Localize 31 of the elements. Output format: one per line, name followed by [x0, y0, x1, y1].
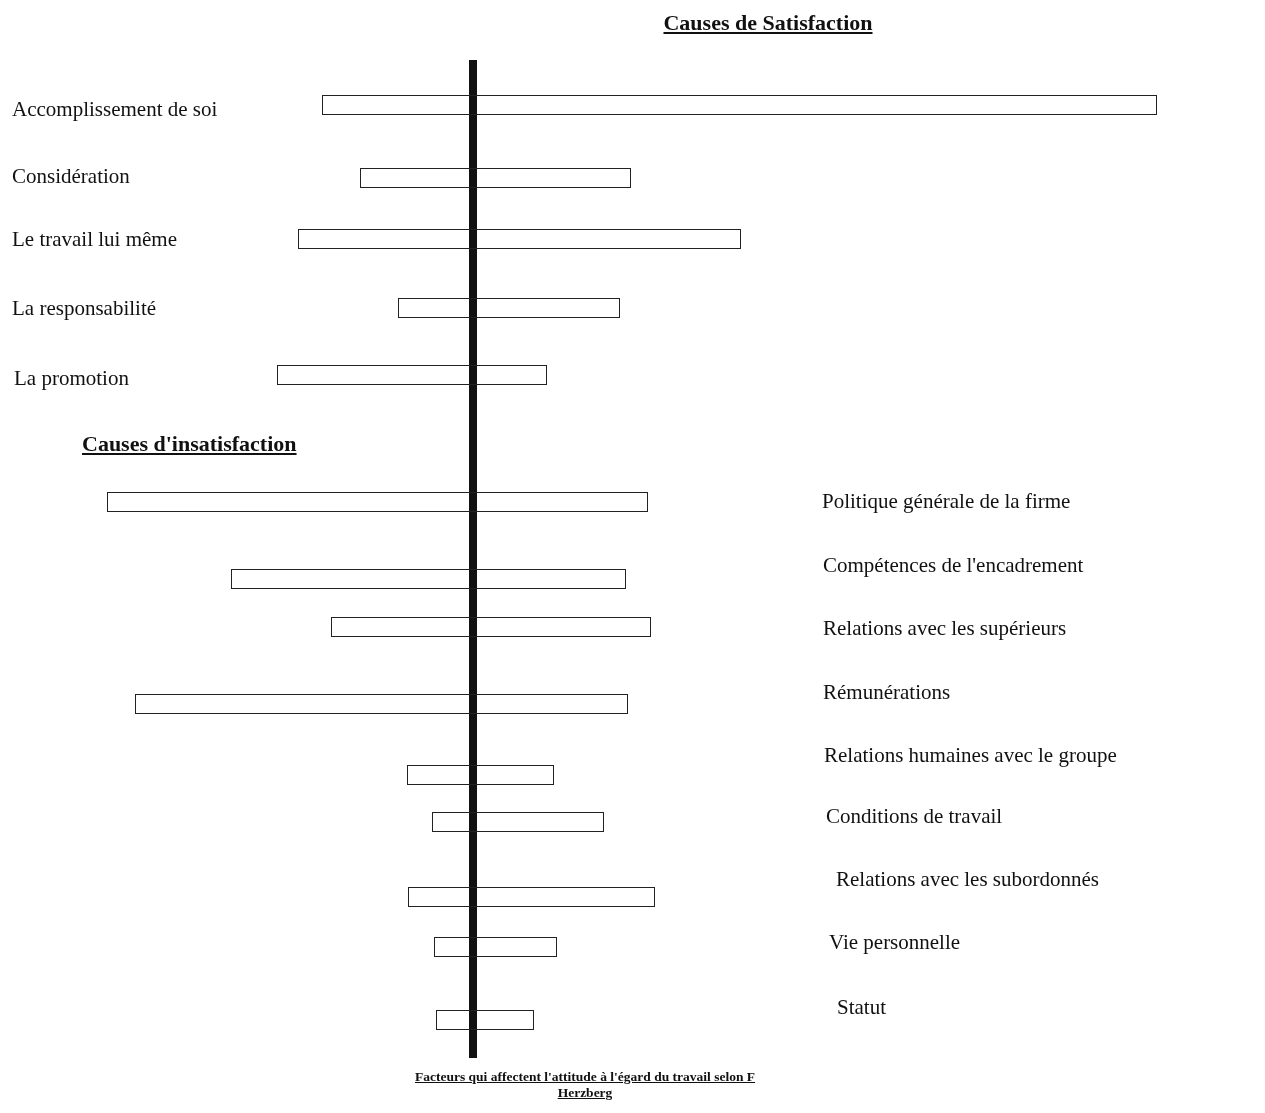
bar	[135, 694, 628, 714]
bar	[298, 229, 741, 249]
factor-label: Accomplissement de soi	[12, 96, 218, 122]
bar	[398, 298, 620, 318]
factor-label: Relations humaines avec le groupe	[824, 742, 1117, 768]
caption: Facteurs qui affectent l'attitude à l'égard du travail selon F Herzberg	[413, 1069, 757, 1101]
factor-label: La promotion	[14, 365, 129, 391]
factor-label: La responsabilité	[12, 295, 157, 321]
bar	[434, 937, 557, 957]
bar	[407, 765, 554, 785]
bar	[331, 617, 651, 637]
factor-label: Rémunérations	[823, 679, 951, 705]
factor-label: Vie personnelle	[829, 929, 961, 955]
bar	[436, 1010, 534, 1030]
chart-title: Causes de Satisfaction	[662, 10, 874, 36]
factor-label: Conditions de travail	[826, 803, 1003, 829]
section-heading: Causes d'insatisfaction	[82, 431, 297, 457]
bar	[432, 812, 604, 832]
bar	[408, 887, 655, 907]
bar	[322, 95, 1157, 115]
factor-label: Statut	[837, 994, 886, 1020]
bar	[360, 168, 631, 188]
factor-label: Le travail lui même	[12, 226, 178, 252]
factor-label: Considération	[12, 163, 130, 189]
bar	[231, 569, 626, 589]
bar	[107, 492, 648, 512]
factor-label: Relations avec les subordonnés	[836, 866, 1100, 892]
factor-label: Relations avec les supérieurs	[823, 615, 1067, 641]
factor-label: Compétences de l'encadrement	[823, 552, 1084, 578]
bar	[277, 365, 547, 385]
factor-label: Politique générale de la firme	[822, 488, 1071, 514]
